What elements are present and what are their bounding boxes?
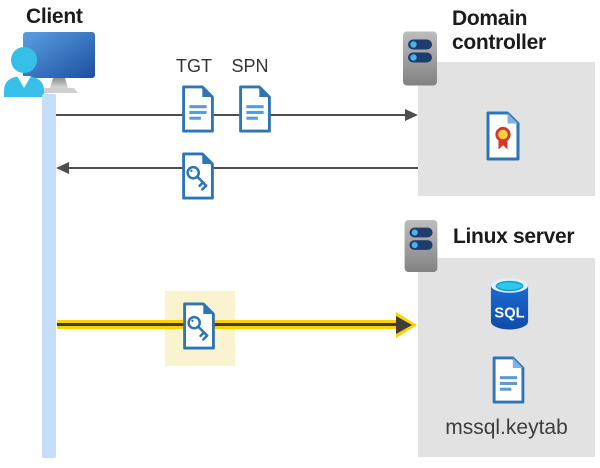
domain-controller-label: Domain controller (452, 7, 546, 54)
person-icon (4, 47, 44, 97)
sql-badge-text: SQL (494, 306, 524, 322)
client-label: Client (26, 5, 83, 28)
key-document-highlighted-icon (183, 302, 215, 350)
tgt-document-icon (182, 85, 214, 133)
kerberos-arrowhead-inner-icon (396, 316, 412, 334)
key-icon (187, 315, 209, 341)
keytab-document-icon (492, 356, 525, 404)
key-document-icon (182, 152, 214, 200)
client-workstation-icon (4, 32, 95, 97)
key-icon (186, 165, 208, 191)
client-timeline-bar (42, 94, 56, 458)
certificate-icon (486, 111, 520, 161)
arrowhead-right-icon (405, 109, 418, 121)
ribbon-seal (495, 126, 511, 143)
dc-server-icon (403, 31, 437, 86)
kerberos-arrow-line (57, 320, 397, 329)
arrow-dc-to-client-line (69, 167, 418, 169)
arrow-client-to-dc-line (56, 114, 406, 116)
monitor-icon (23, 32, 95, 93)
spn-document-icon (239, 85, 271, 133)
tgt-label: TGT (176, 56, 212, 76)
arrowhead-left-icon (56, 162, 69, 174)
linux-server-icon (404, 219, 438, 273)
linux-server-label: Linux server (453, 225, 575, 248)
spn-label: SPN (231, 56, 269, 76)
sql-database-icon: SQL (490, 278, 529, 330)
keytab-filename-label: mssql.keytab (445, 416, 568, 439)
